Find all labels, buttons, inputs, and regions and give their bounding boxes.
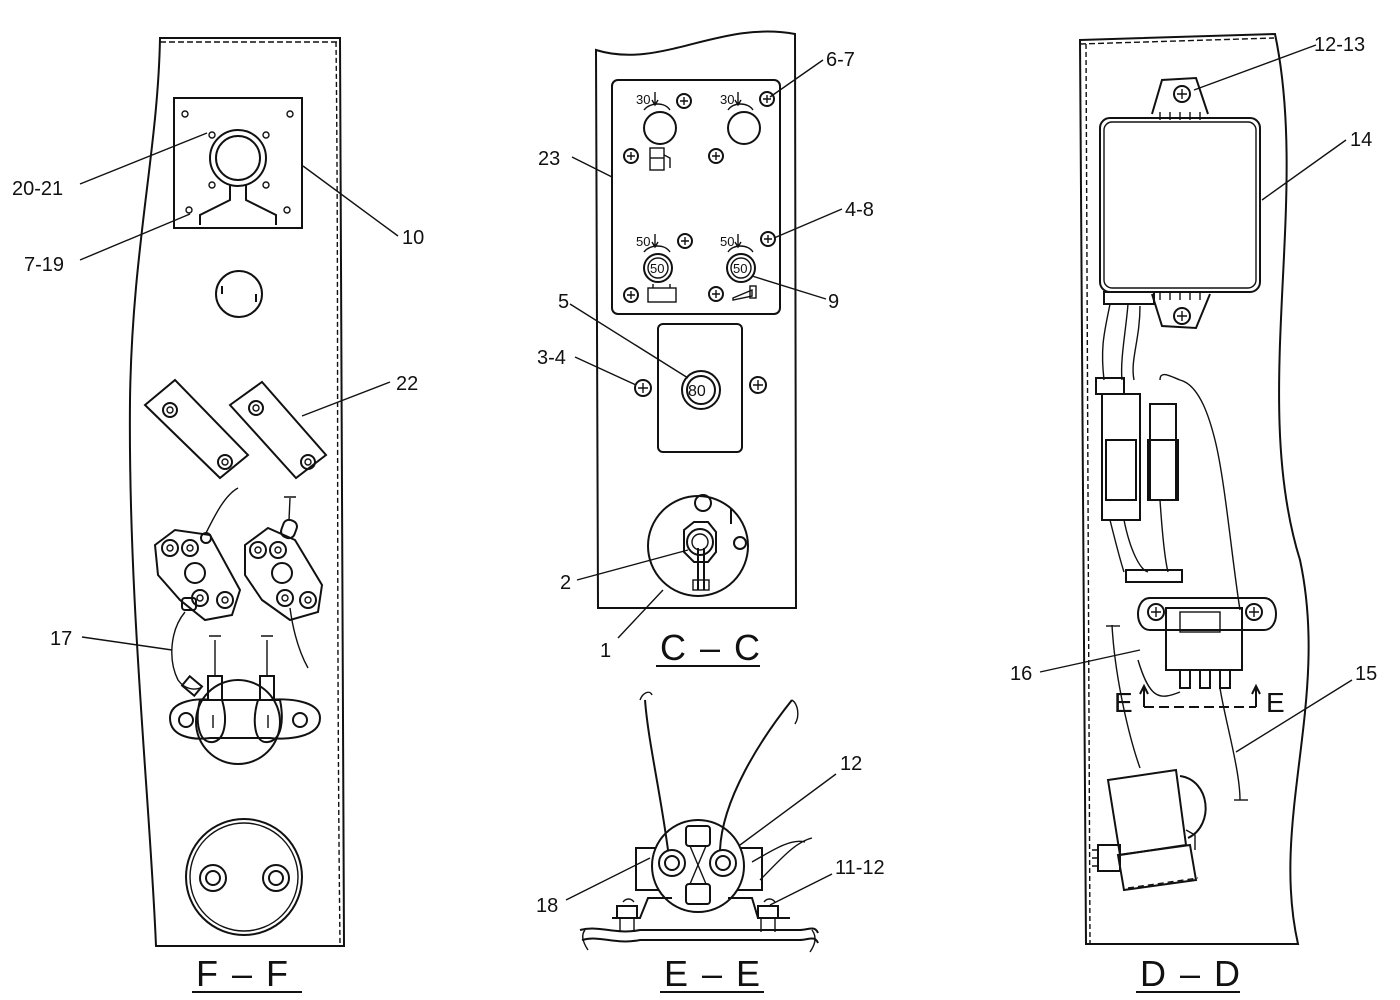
battery-icon <box>647 284 677 303</box>
plate-hole <box>209 129 267 187</box>
terminal-block-left <box>153 487 242 622</box>
callout-12-13: 12-13 <box>1314 34 1365 56</box>
callout-20-21: 20-21 <box>12 178 63 200</box>
callout-23: 23 <box>538 148 560 170</box>
callout-11-12: 11-12 <box>835 857 885 879</box>
bracket-right <box>228 380 328 480</box>
section-arrow-e-right: E <box>1266 687 1285 718</box>
control-box <box>1099 76 1261 330</box>
panel-ff: 20-21 7-19 10 22 17 F – F <box>12 37 424 994</box>
callout-1: 1 <box>600 640 611 662</box>
svg-text:50: 50 <box>720 234 734 249</box>
bracket-left <box>143 378 250 480</box>
panel-dd: E E 12-13 14 16 15 D – D <box>1010 32 1377 994</box>
relay-stack <box>1095 303 1241 611</box>
callout-22: 22 <box>396 373 418 395</box>
mounting-plate <box>173 97 303 229</box>
svg-text:50: 50 <box>733 261 747 276</box>
callout-14: 14 <box>1350 129 1372 151</box>
callout-6-7: 6-7 <box>826 49 855 71</box>
main-fuse-box <box>657 323 743 453</box>
callout-12: 12 <box>840 753 862 775</box>
svg-text:30: 30 <box>636 92 650 107</box>
section-label-ff: F – F <box>196 953 290 994</box>
panel-cc: 30 30 50 50 50 <box>537 30 874 668</box>
svg-text:50: 50 <box>636 234 650 249</box>
fuse-top-right: 30 <box>720 92 761 145</box>
section-label-dd: D – D <box>1140 953 1242 994</box>
fuse-top-left: 30 <box>636 92 677 145</box>
callout-4-8: 4-8 <box>845 199 874 221</box>
round-connector <box>168 635 322 765</box>
callout-7-19: 7-19 <box>24 254 64 276</box>
callout-18: 18 <box>536 895 558 917</box>
svg-text:80: 80 <box>688 383 706 400</box>
ignition-switch <box>647 494 749 597</box>
section-arrow-e-left: E <box>1114 687 1133 718</box>
fuse-mid-left: 50 50 <box>636 234 673 283</box>
wrench-icon <box>732 285 757 301</box>
fuel-pump-icon <box>649 147 671 171</box>
callout-3-4: 3-4 <box>537 347 566 369</box>
callout-15: 15 <box>1355 663 1377 685</box>
view-ee: 12 11-12 18 E – E <box>536 691 885 994</box>
callout-10: 10 <box>402 227 424 249</box>
section-label-cc: C – C <box>660 627 762 668</box>
svg-text:50: 50 <box>650 261 664 276</box>
fuse-mid-right: 50 50 <box>720 234 756 283</box>
svg-text:30: 30 <box>720 92 734 107</box>
callout-17: 17 <box>50 628 72 650</box>
section-label-ee: E – E <box>664 953 762 994</box>
bottom-socket <box>185 818 303 936</box>
bottom-plug <box>1092 768 1207 892</box>
knockout-hole <box>215 270 263 318</box>
relay-16 <box>1137 597 1277 697</box>
terminal-block-right <box>244 496 324 669</box>
callout-9: 9 <box>828 291 839 313</box>
callout-5: 5 <box>558 291 569 313</box>
callout-2: 2 <box>560 572 571 594</box>
fuse-panel <box>611 79 781 315</box>
main-fuse <box>681 370 721 410</box>
callout-16: 16 <box>1010 663 1032 685</box>
